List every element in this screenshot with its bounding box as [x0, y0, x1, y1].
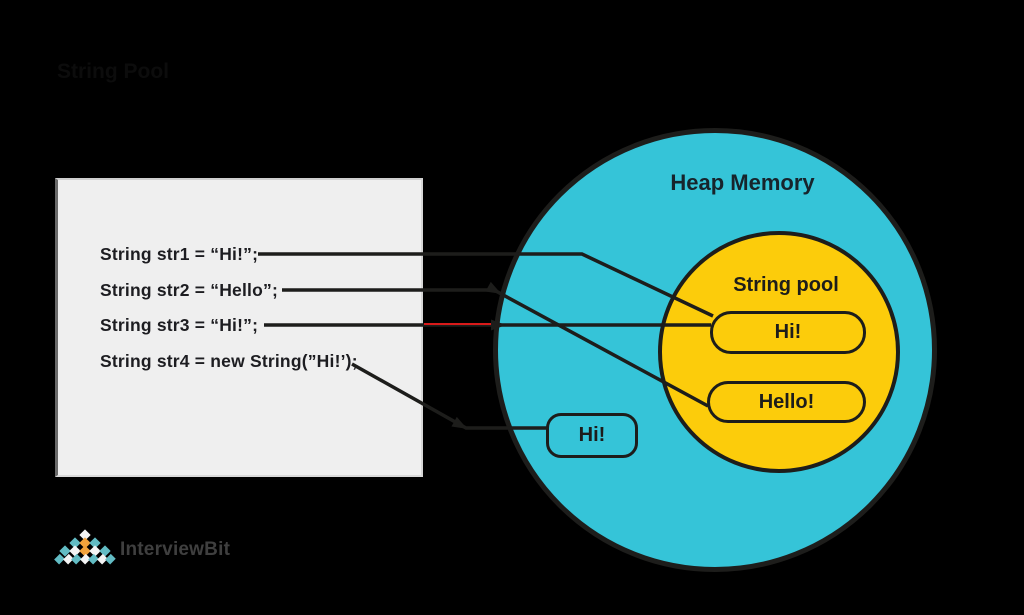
arrowhead-str4: [451, 416, 468, 429]
string-pool-label: String pool: [733, 274, 839, 296]
interviewbit-logo: InterviewBit: [54, 529, 231, 569]
code-line-str2: String str2 = “Hello”;: [100, 280, 278, 300]
page-title: String Pool: [57, 60, 169, 83]
code-line-str3: String str3 = “Hi!”;: [100, 315, 259, 335]
pool-node-hi-label: Hi!: [774, 321, 802, 343]
logo-wordmark: InterviewBit: [120, 539, 231, 560]
logo-triangle-icon: [54, 529, 116, 569]
pool-node-hello-label: Hello!: [758, 390, 815, 413]
code-line-str1: String str1 = “Hi!”;: [100, 244, 259, 264]
heap-node-hi-label: Hi!: [578, 424, 606, 446]
heap-node-hi: Hi!: [546, 413, 638, 458]
pool-node-hello: Hello!: [707, 381, 866, 423]
pool-node-hi: Hi!: [710, 311, 866, 354]
heap-memory-label: Heap Memory: [670, 170, 815, 195]
code-line-str4: String str4 = new String(”Hi!’);: [100, 351, 358, 371]
